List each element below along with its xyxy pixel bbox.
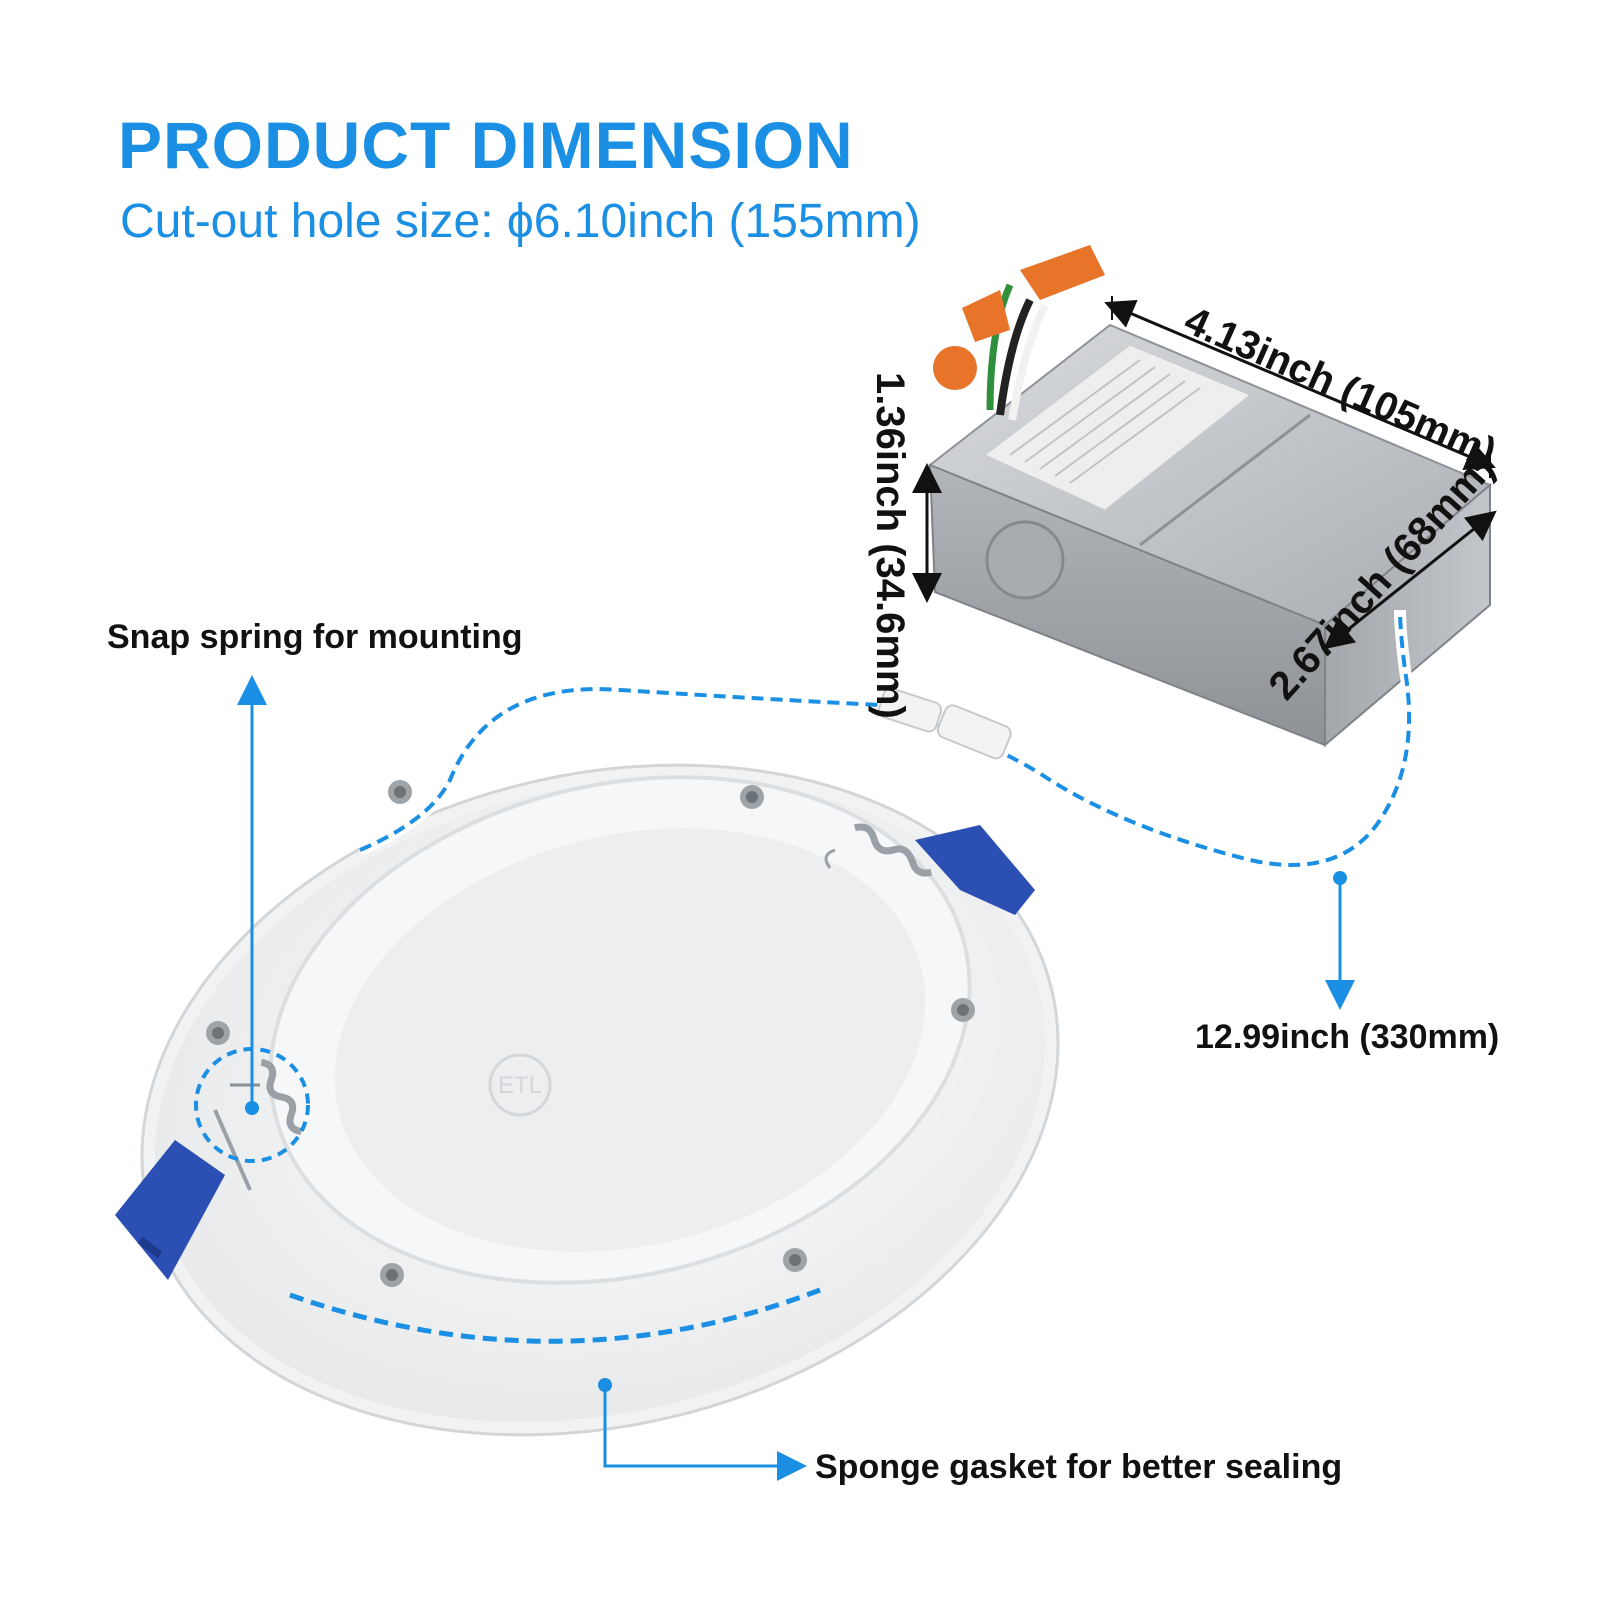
snap-spring-label: Snap spring for mounting (107, 618, 523, 656)
gasket-dashed-line (289, 1287, 821, 1344)
cable-length-label: 12.99inch (330mm) (1195, 1018, 1500, 1056)
svg-text:ETL: ETL (498, 1072, 542, 1099)
wire-nut-image (933, 245, 1105, 421)
page-title: PRODUCT DIMENSION (118, 108, 854, 182)
downlight-panel-image: ETL (140, 763, 1060, 1437)
dimension-lines (912, 296, 1497, 650)
cable-dashed-line (359, 609, 1412, 867)
sponge-gasket-label: Sponge gasket for better sealing (815, 1448, 1343, 1486)
callout-arrows (237, 675, 1355, 1481)
spring-clip-image (115, 823, 1035, 1280)
box-height-label: 1.36inch (34.6mm) (868, 372, 912, 719)
cutout-size-subtitle: Cut-out hole size: ϕ6.10inch (155mm) (120, 195, 921, 248)
